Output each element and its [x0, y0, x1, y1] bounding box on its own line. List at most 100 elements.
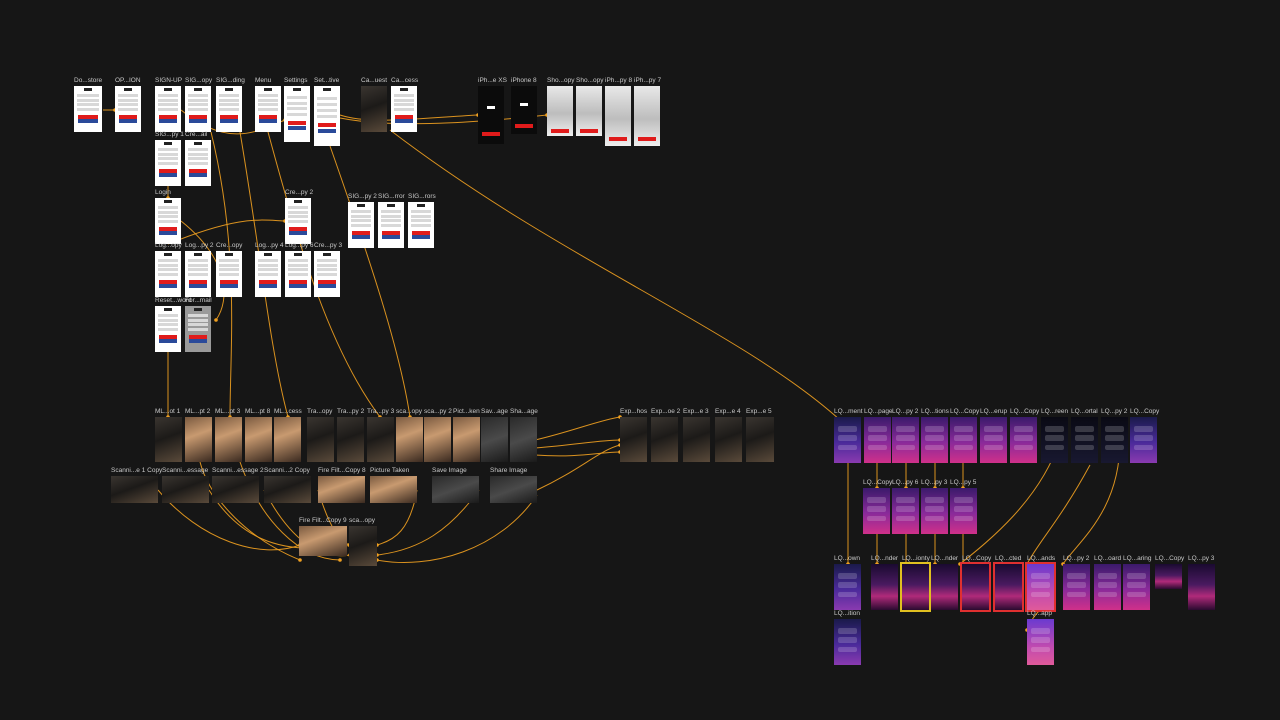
artboard-71[interactable]	[863, 488, 890, 534]
artboard-label[interactable]: Sav...age	[481, 408, 508, 415]
artboard-79[interactable]	[960, 562, 991, 612]
artboard-label[interactable]: Fire Filt...Copy 8	[318, 467, 366, 474]
artboard-6[interactable]	[255, 86, 281, 132]
artboard-45[interactable]	[111, 476, 158, 503]
artboard-38[interactable]	[337, 417, 364, 462]
artboard-label[interactable]: LQ...ment	[834, 408, 863, 415]
artboard-label[interactable]: LQ...ortal	[1071, 408, 1098, 415]
artboard-label[interactable]: SIG...opy	[185, 77, 213, 84]
artboard-label[interactable]: iPh...e XS	[478, 77, 507, 84]
artboard-label[interactable]: Exp...e 3	[683, 408, 709, 415]
artboard-label[interactable]: LQ...page	[864, 408, 893, 415]
artboard-56[interactable]	[651, 417, 678, 462]
prototype-link[interactable]	[167, 219, 286, 245]
artboard-40[interactable]	[396, 417, 423, 462]
artboard-label[interactable]: Ca...cess	[391, 77, 419, 84]
artboard-68[interactable]	[1071, 417, 1098, 463]
artboard-77[interactable]	[900, 562, 931, 612]
artboard-17[interactable]	[155, 140, 181, 186]
artboard-73[interactable]	[921, 488, 948, 534]
prototype-link[interactable]	[534, 416, 621, 441]
artboard-label[interactable]: iPh...py 8	[605, 77, 633, 84]
artboard-86[interactable]	[1188, 564, 1215, 610]
artboard-label[interactable]: LQ...py 3	[1188, 555, 1215, 562]
artboard-58[interactable]	[715, 417, 742, 462]
artboard-27[interactable]	[255, 251, 281, 297]
artboard-label[interactable]: OP...ION	[115, 77, 141, 84]
artboard-label[interactable]: LQ...Copy	[863, 479, 893, 486]
artboard-57[interactable]	[683, 417, 710, 462]
artboard-label[interactable]: Tra...py 2	[337, 408, 365, 415]
artboard-48[interactable]	[264, 476, 311, 503]
artboard-label[interactable]: sca...opy	[396, 408, 423, 415]
artboard-label[interactable]: LQ...erup	[980, 408, 1008, 415]
artboard-label[interactable]: Log...py 2	[185, 242, 214, 249]
artboard-60[interactable]	[834, 417, 861, 463]
artboard-label[interactable]: ML...ot 1	[155, 408, 181, 415]
artboard-1[interactable]	[74, 86, 102, 132]
artboard-2[interactable]	[115, 86, 141, 132]
artboard-label[interactable]: LQ...Copy	[950, 408, 980, 415]
artboard-74[interactable]	[950, 488, 977, 534]
artboard-label[interactable]: Tra...opy	[307, 408, 333, 415]
artboard-31[interactable]	[185, 306, 211, 352]
artboard-53[interactable]	[299, 526, 347, 556]
artboard-label[interactable]: Sho...opy	[547, 77, 575, 84]
artboard-15[interactable]	[605, 86, 631, 146]
artboard-81[interactable]	[1025, 562, 1056, 612]
artboard-8[interactable]	[314, 86, 340, 146]
artboard-84[interactable]	[1123, 564, 1150, 610]
artboard-label[interactable]: LQ...ition	[834, 610, 861, 617]
artboard-33[interactable]	[185, 417, 212, 462]
artboard-label[interactable]: LQ...aring	[1123, 555, 1152, 562]
artboard-label[interactable]: SIG...ding	[216, 77, 245, 84]
artboard-label[interactable]: ML...pt 8	[245, 408, 271, 415]
artboard-82[interactable]	[1063, 564, 1090, 610]
artboard-label[interactable]: LQ...oard	[1094, 555, 1122, 562]
artboard-67[interactable]	[1041, 417, 1068, 463]
artboard-label[interactable]: Log...py 4	[255, 242, 284, 249]
artboard-label[interactable]: LQ...py 2	[892, 408, 919, 415]
artboard-10[interactable]	[391, 86, 417, 132]
artboard-label[interactable]: LQ...nder	[871, 555, 899, 562]
artboard-label[interactable]: ML...pt 2	[185, 408, 211, 415]
artboard-label[interactable]: Scanni...2 Copy	[264, 467, 310, 474]
artboard-label[interactable]: Cre...py 2	[285, 189, 314, 196]
artboard-label[interactable]: Set...tive	[314, 77, 340, 84]
artboard-label[interactable]: Save Image	[432, 467, 467, 474]
artboard-75[interactable]	[834, 564, 861, 610]
artboard-13[interactable]	[547, 86, 573, 136]
artboard-label[interactable]: LQ...py 5	[950, 479, 977, 486]
artboard-32[interactable]	[155, 417, 182, 462]
artboard-63[interactable]	[921, 417, 948, 463]
artboard-label[interactable]: Login	[155, 189, 171, 196]
artboard-label[interactable]: For...mail	[185, 297, 212, 304]
artboard-25[interactable]	[185, 251, 211, 297]
artboard-51[interactable]	[432, 476, 479, 503]
artboard-9[interactable]	[361, 86, 387, 132]
prototype-link[interactable]	[536, 444, 621, 491]
artboard-label[interactable]: Exp...e 4	[715, 408, 741, 415]
artboard-label[interactable]: LQ...py 3	[921, 479, 948, 486]
artboard-37[interactable]	[307, 417, 334, 462]
artboard-label[interactable]: Cre...py 3	[314, 242, 343, 249]
artboard-44[interactable]	[510, 417, 537, 462]
artboard-label[interactable]: SIGN-UP	[155, 77, 183, 84]
artboard-label[interactable]: Sho...opy	[576, 77, 604, 84]
prototype-link[interactable]	[376, 494, 538, 563]
artboard-label[interactable]: iPhone 8	[511, 77, 537, 84]
artboard-label[interactable]: SIG...rors	[408, 193, 436, 200]
artboard-52[interactable]	[490, 476, 537, 503]
artboard-label[interactable]: LQ...nder	[931, 555, 959, 562]
artboard-label[interactable]: LQ...py 2	[1063, 555, 1090, 562]
artboard-label[interactable]: Reset...word	[155, 297, 192, 304]
artboard-label[interactable]: Log...py 6	[285, 242, 314, 249]
artboard-label[interactable]: Scanni...essage 2	[212, 467, 264, 474]
artboard-label[interactable]: Exp...hos	[620, 408, 648, 415]
artboard-label[interactable]: Scanni...essage	[162, 467, 209, 474]
artboard-label[interactable]: LQ...py 6	[892, 479, 919, 486]
artboard-label[interactable]: Exp...oe 2	[651, 408, 681, 415]
artboard-label[interactable]: sca...py 2	[424, 408, 452, 415]
artboard-label[interactable]: Settings	[284, 77, 308, 84]
